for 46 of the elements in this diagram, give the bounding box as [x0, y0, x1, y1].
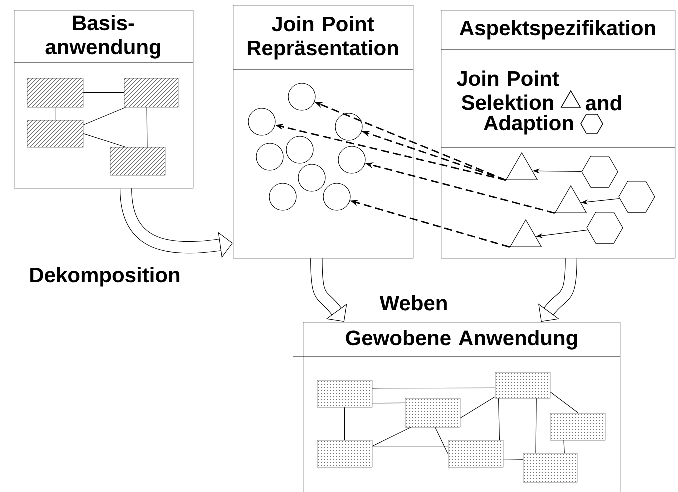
connector-line: [83, 134, 126, 148]
hexagon-shape: [582, 156, 618, 188]
connector-line: [344, 407, 346, 440]
connector-line: [372, 402, 406, 404]
connector-line: [372, 427, 412, 447]
curved-block-arrow: [538, 258, 578, 322]
connector-line: [550, 392, 579, 414]
hexagon-shape: [586, 212, 624, 244]
component-box: [124, 78, 179, 108]
connector-line: [146, 107, 148, 148]
join-point-circle: [248, 108, 276, 136]
component-box: [317, 380, 373, 408]
connector-line: [435, 427, 448, 454]
connector-line: [372, 388, 496, 389]
component-box: [27, 78, 84, 108]
connector-line: [536, 398, 537, 454]
titled-panel: Join Point Repräsentation: [232, 5, 414, 259]
component-box: [523, 453, 578, 483]
connector-line: [460, 396, 496, 418]
component-box: [405, 398, 461, 428]
titled-panel: Basis- anwendung: [14, 10, 194, 189]
hexagon-shape: [618, 181, 656, 213]
titled-panel: Aspektspezifikation Join Point Selektion and Adaption: [440, 10, 676, 259]
join-point-circle: [288, 83, 316, 111]
join-point-circle: [269, 183, 297, 211]
connector-line: [372, 446, 448, 447]
label-text: Weben: [380, 295, 447, 311]
component-box: [495, 372, 551, 399]
component-box: [448, 440, 504, 468]
connector-line: [498, 398, 500, 440]
join-point-circle: [286, 136, 314, 164]
connector-line: [564, 440, 565, 454]
edge-label: Dekomposition: [30, 267, 180, 287]
join-point-circle: [335, 113, 363, 141]
component-box: [27, 120, 84, 148]
component-box: [317, 440, 373, 468]
connector-line: [83, 92, 124, 94]
join-point-circle: [256, 143, 284, 171]
join-point-circle: [338, 146, 366, 174]
component-box: [110, 147, 166, 176]
join-point-circle: [298, 164, 326, 192]
join-point-circle: [323, 183, 351, 211]
component-box: [550, 413, 606, 441]
connector-line: [83, 107, 126, 126]
connector-line: [55, 107, 56, 120]
curved-block-arrow: [310, 258, 348, 322]
